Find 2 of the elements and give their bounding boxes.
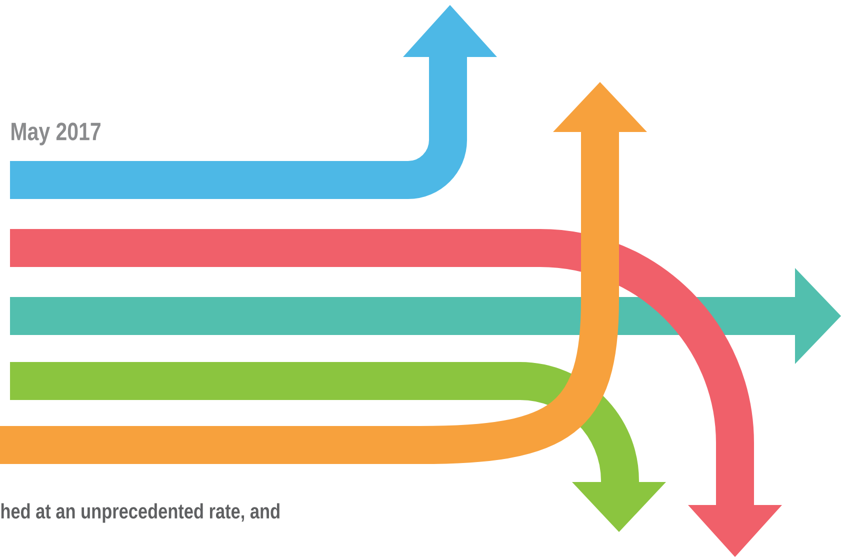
body-text: hed at an unprecedented rate, and (1, 503, 280, 523)
date-label: May 2017 (12, 122, 100, 146)
